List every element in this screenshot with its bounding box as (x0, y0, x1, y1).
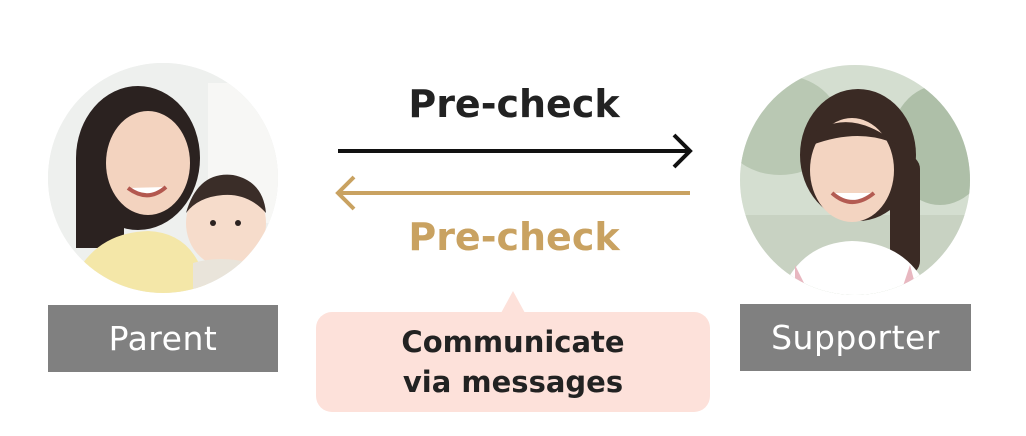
flow-to-parent-label: Pre-check (408, 215, 620, 259)
message-line-2: via messages (402, 365, 624, 399)
supporter-photo-icon (740, 65, 970, 295)
supporter-photo (740, 65, 970, 295)
parent-with-baby-photo-icon (48, 63, 278, 293)
flow-arrows (335, 133, 693, 211)
flow-to-supporter-label: Pre-check (408, 82, 620, 126)
message-bubble-tail (501, 291, 525, 313)
supporter-label: Supporter (740, 304, 971, 371)
arrow-right-icon (338, 133, 693, 169)
message-bubble: Communicate via messages (316, 312, 710, 412)
parent-photo (48, 63, 278, 293)
message-line-1: Communicate (401, 325, 625, 359)
parent-label: Parent (48, 305, 278, 372)
arrow-left-icon (335, 175, 690, 211)
